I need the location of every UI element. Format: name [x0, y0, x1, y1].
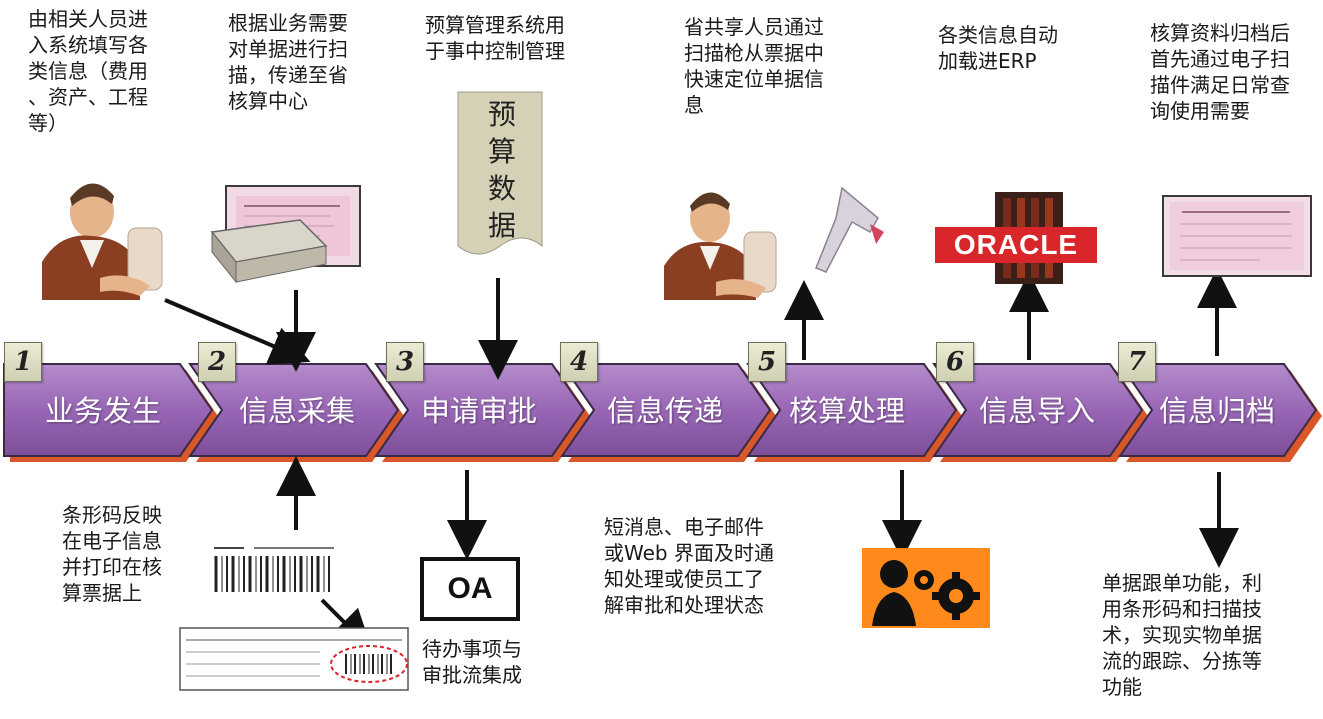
arrow-person-to-collect — [164, 298, 311, 365]
note-todo-integration: 待办事项与 审批流集成 — [422, 637, 522, 687]
step-label-7: 信息归档 — [1158, 394, 1275, 428]
step-number-1: 1 — [4, 342, 42, 382]
note-info-collection: 根据业务需要 对单据进行扫 描，传递至省 核算中心 — [228, 11, 348, 113]
step-number-6: 6 — [936, 342, 974, 382]
person-with-scanner-icon — [664, 192, 777, 300]
chevron-4 — [560, 363, 772, 457]
step-label-3: 申请审批 — [420, 394, 537, 428]
note-business-occurrence: 由相关人员进 入系统填写各 类信息（费用 、资产、工程 等） — [28, 7, 148, 135]
step-number-3: 3 — [386, 342, 424, 382]
archive-document-icon — [1162, 195, 1312, 277]
note-scan-gun: 省共享人员通过 扫描枪从票据中 快速定位单据信 息 — [684, 15, 824, 117]
oracle-logo: ORACLE — [935, 227, 1097, 263]
step-label-5: 核算处理 — [788, 394, 905, 428]
note-budget-system: 预算管理系统用 于事中控制管理 — [425, 13, 565, 63]
chevron-2 — [188, 363, 400, 457]
barcode-label-icon — [212, 540, 336, 596]
step-label-4: 信息传递 — [606, 394, 723, 428]
chevron-3 — [374, 363, 586, 457]
step-number-7: 7 — [1118, 342, 1156, 382]
step-number-4: 4 — [560, 342, 598, 382]
note-notification: 短消息、电子邮件 或Web 界面及时通 知处理或使员工了 解审批和处理状态 — [604, 515, 774, 617]
step-number-5: 5 — [748, 342, 786, 382]
step-number-2: 2 — [198, 342, 236, 382]
chevron-6 — [932, 363, 1144, 457]
oa-box: OA — [420, 557, 520, 621]
note-tracking: 单据跟单功能，利 用条形码和扫描技 术，实现实物单据 流的跟踪、分拣等 功能 — [1102, 571, 1262, 699]
barcode-gun-icon — [815, 186, 884, 273]
chevron-7 — [1118, 363, 1318, 457]
flatbed-scanner-icon — [210, 185, 361, 284]
chevron-arrows — [3, 363, 1318, 457]
chevron-1 — [3, 363, 214, 457]
receipt-form-icon — [179, 627, 409, 691]
budget-document-icon — [457, 91, 543, 255]
budget-data-label: 预 算 数 据 — [487, 98, 516, 242]
note-barcode: 条形码反映 在电子信息 并打印在核 算票据上 — [62, 503, 162, 605]
step-label-6: 信息导入 — [978, 394, 1095, 428]
process-gears-icon — [862, 548, 990, 628]
step-label-2: 信息采集 — [238, 394, 355, 428]
note-archive: 核算资料归档后 首先通过电子扫 描件满足日常查 询使用需要 — [1150, 21, 1290, 123]
chevron-5 — [746, 363, 958, 457]
note-erp-load: 各类信息自动 加载进ERP — [938, 23, 1058, 73]
step-label-1: 业务发生 — [44, 394, 161, 428]
person-at-computer-icon — [42, 183, 163, 300]
